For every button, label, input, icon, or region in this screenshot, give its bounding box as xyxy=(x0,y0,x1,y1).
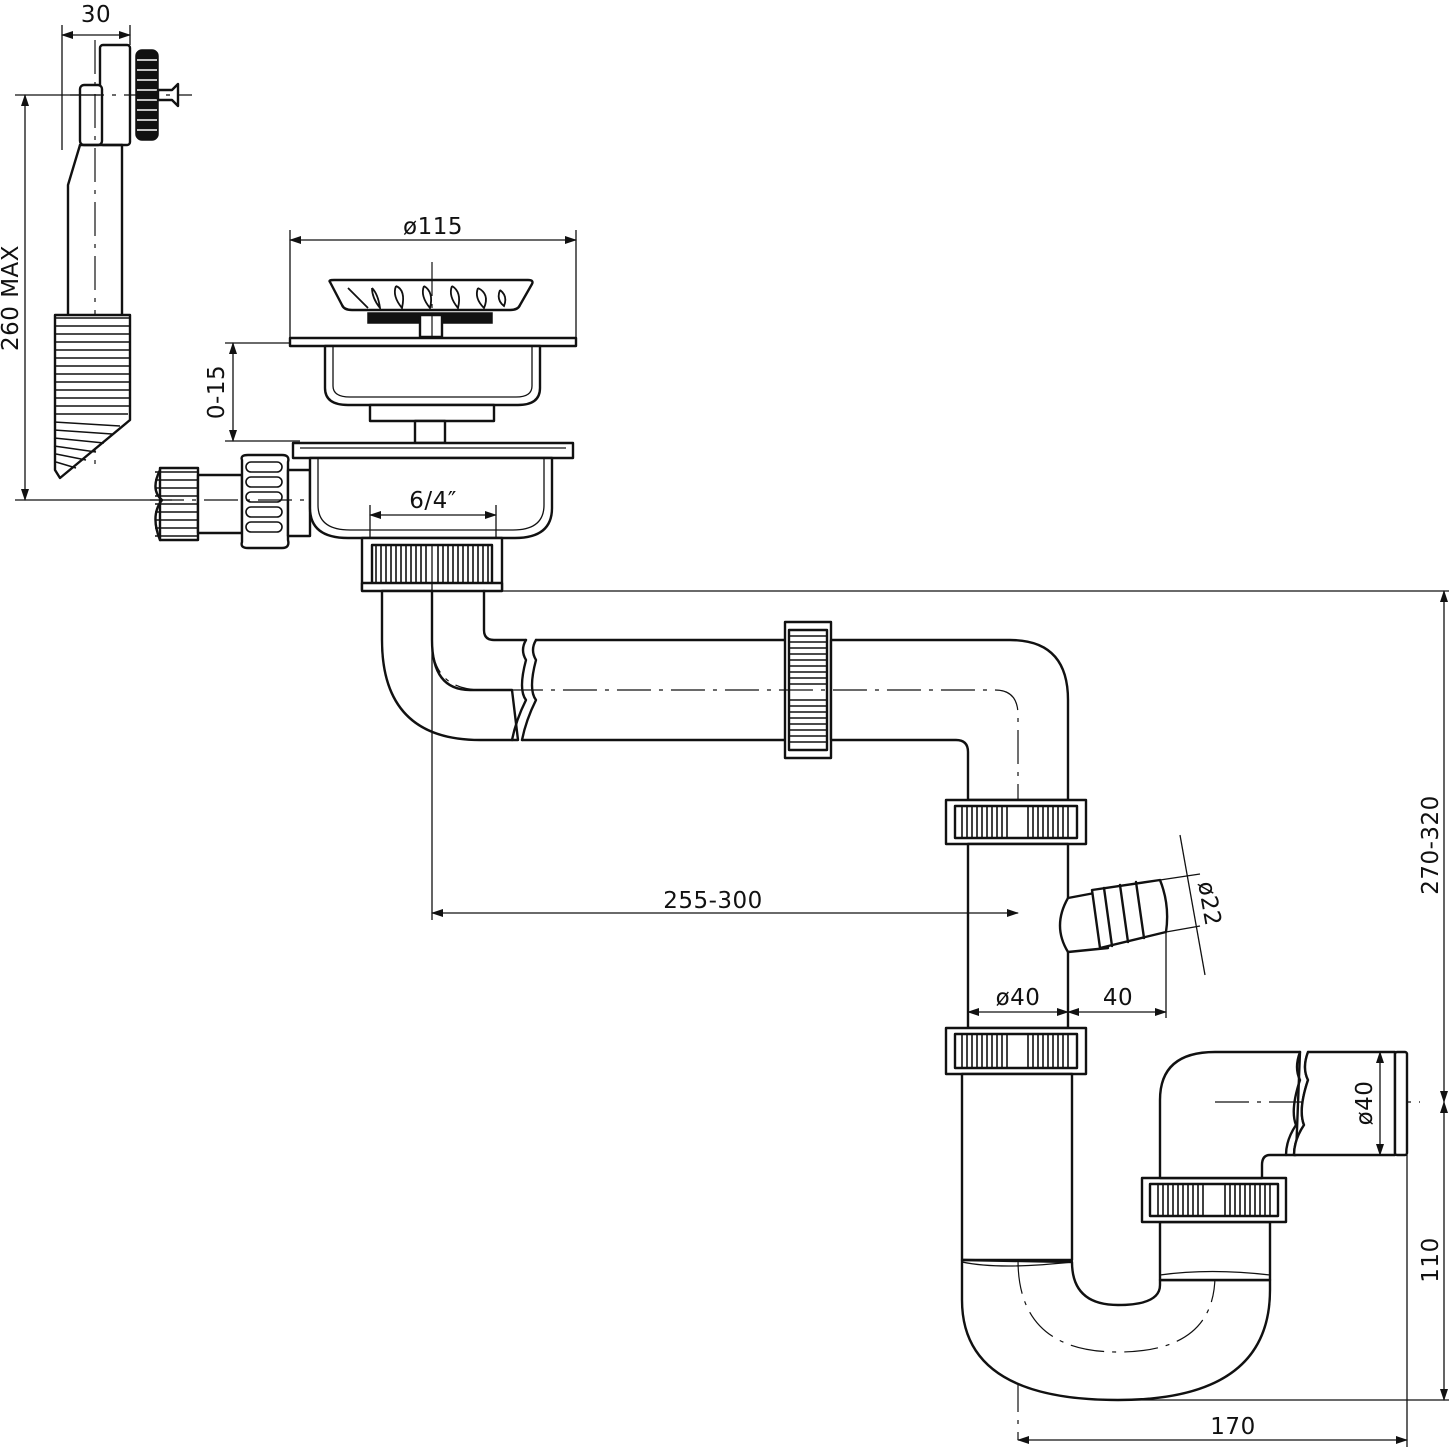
dimension-lines xyxy=(15,25,1449,1447)
horizontal-drain-pipe xyxy=(380,589,1070,1440)
dim-label-110: 110 xyxy=(1418,1237,1444,1282)
dim-label-0-15: 0-15 xyxy=(204,365,230,419)
strainer-plug xyxy=(328,262,534,545)
dim-label-115: ø115 xyxy=(403,214,463,240)
dim-label-40-offset: 40 xyxy=(1103,985,1133,1011)
sink-basket-upper xyxy=(288,336,578,445)
basket-bowl xyxy=(323,344,542,407)
overflow-assembly xyxy=(53,40,345,550)
sink-outlet-body xyxy=(291,441,575,593)
u-trap xyxy=(960,1050,1420,1402)
dim-label-30: 30 xyxy=(81,2,111,28)
outlet-flange xyxy=(291,441,575,460)
dim-label-260-max: 260 MAX xyxy=(0,245,24,351)
outlet-pipe-end xyxy=(1393,1050,1409,1157)
dim-label-255-300: 255-300 xyxy=(663,888,763,914)
overflow-corrugated-hose xyxy=(53,313,132,480)
dim-label-40-pipe: ø40 xyxy=(996,985,1041,1011)
dim-label-170: 170 xyxy=(1210,1414,1255,1440)
dim-label-6-4: 6/4″ xyxy=(409,488,457,514)
dim-label-22: ø22 xyxy=(1192,879,1225,928)
side-hose-spigot xyxy=(1058,878,1169,954)
dim-label-40-outlet: ø40 xyxy=(1352,1081,1378,1126)
dim-label-270-320: 270-320 xyxy=(1418,795,1444,895)
vertical-standpipe xyxy=(944,798,1169,1262)
